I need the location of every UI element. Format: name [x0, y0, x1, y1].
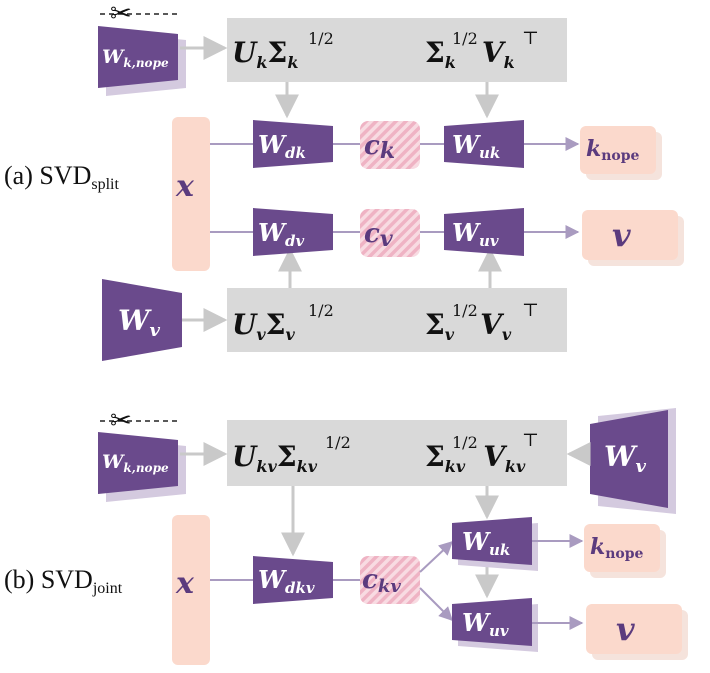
w-uk-block-b [452, 517, 532, 565]
scissors-icon: ✂ [110, 0, 132, 29]
x-input-b [172, 515, 210, 665]
w-v-block-b [590, 410, 668, 508]
vv-transpose: ⊤ [522, 300, 539, 321]
flow-ckv-to-wuv [419, 587, 453, 621]
w-knope-W: W [102, 46, 125, 68]
svg-text:knope: knope [586, 136, 640, 164]
vkv-transpose: ⊤ [522, 430, 539, 451]
v-output-b [586, 604, 682, 654]
svd-v-box [227, 288, 567, 352]
vkv-half: 1/2 [452, 433, 478, 452]
w-knope-sub: k,nope [123, 56, 169, 70]
svg-text:Wuv: Wuv [452, 218, 499, 250]
svg-text:Wuk: Wuk [452, 130, 500, 162]
svg-text:Wv: Wv [118, 304, 160, 341]
svg-text:v: v [616, 610, 635, 648]
svg-text:ck: ck [364, 131, 395, 164]
v-output-a [582, 210, 678, 260]
svd-k-box [227, 18, 567, 82]
vv-half: 1/2 [452, 301, 478, 320]
svg-text:v: v [612, 216, 631, 254]
svd-kv-box [227, 420, 567, 486]
vk-half: 1/2 [452, 29, 478, 48]
uk-half: 1/2 [308, 29, 334, 48]
w-knope-block [98, 26, 178, 88]
svg-text:cv: cv [364, 219, 393, 252]
panel-b-label: (b) SVDjoint [4, 565, 123, 597]
uk-sigma-expr: UkΣk [232, 36, 298, 72]
svg-text:knope: knope [590, 534, 644, 562]
ukv-half: 1/2 [325, 433, 351, 452]
svg-text:Wdv: Wdv [258, 218, 304, 250]
latent-cv [360, 209, 420, 257]
w-dk-block [253, 120, 333, 168]
w-uv-block-b [452, 598, 532, 646]
scissors-icon-b: ✂ [110, 406, 132, 436]
x-input-a-label: x [175, 169, 195, 204]
latent-ckv [360, 556, 420, 604]
svg-text:Wdkv: Wdkv [258, 565, 315, 597]
vk-transpose: ⊤ [522, 28, 539, 49]
w-dv-block [253, 208, 333, 256]
svg-text:ckv: ckv [362, 565, 401, 597]
w-uk-block [444, 120, 524, 168]
k-nope-output-b [584, 524, 660, 572]
svg-text:x: x [175, 566, 195, 601]
svg-text:Wuv: Wuv [462, 608, 509, 640]
w-dkv-block [253, 556, 333, 604]
svg-text:Wuk: Wuk [462, 527, 510, 559]
ukv-sigma-expr: UkvΣkv [232, 440, 318, 476]
svg-text:Wk,nope: Wk,nope [102, 451, 169, 475]
k-nope-output-a [580, 126, 656, 174]
svg-text:Wk,nope: Wk,nope [102, 46, 169, 70]
flow-ckv-to-wuk [419, 541, 454, 573]
x-input-a [172, 117, 210, 271]
w-uv-block [444, 208, 524, 256]
w-v-block-a [102, 279, 182, 361]
svg-text:Wdk: Wdk [258, 130, 306, 162]
uv-half: 1/2 [308, 301, 334, 320]
latent-ck [360, 121, 420, 169]
w-knope-block-b [98, 432, 178, 494]
panel-a-label: (a) SVDsplit [4, 161, 119, 193]
svg-text:Wv: Wv [604, 440, 646, 477]
uv-sigma-expr: UvΣv [232, 308, 296, 344]
